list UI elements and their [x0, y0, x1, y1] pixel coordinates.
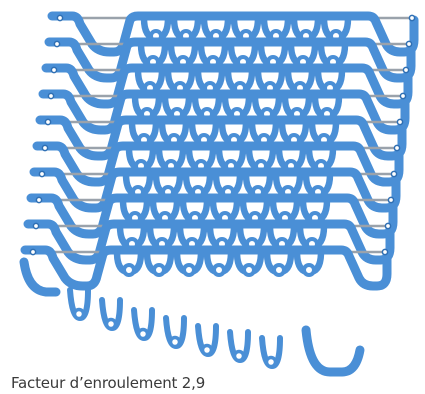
caption: Facteur d’enroulement 2,9	[11, 372, 212, 394]
belt-front-rings	[72, 307, 278, 369]
belt-right-loops	[19, 257, 365, 377]
belt-stack	[25, 15, 415, 286]
belt-hanging-tabs	[67, 287, 283, 370]
